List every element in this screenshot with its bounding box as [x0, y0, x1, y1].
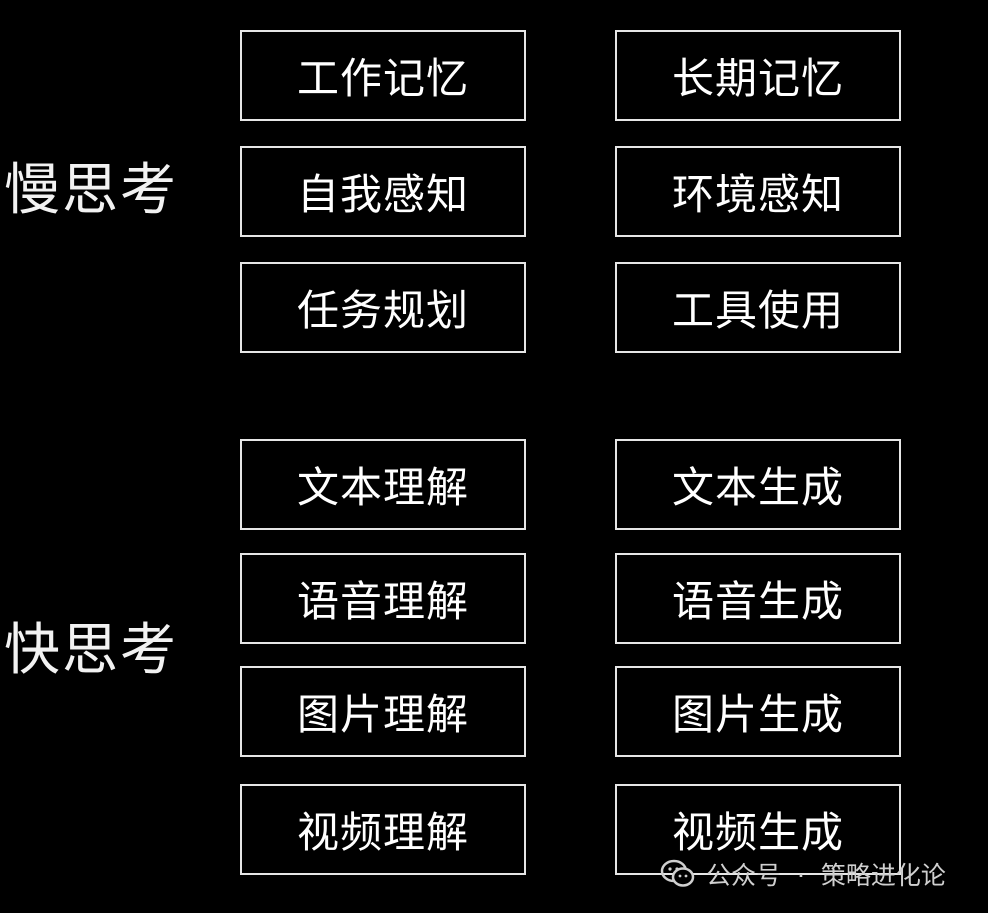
box-image-understanding: 图片理解	[240, 666, 526, 757]
watermark-account-prefix: 公众号	[706, 861, 782, 890]
watermark: 公众号 · 策略进化论	[660, 852, 954, 896]
fast-thinking-label: 快思考	[4, 618, 178, 683]
box-task-planning: 任务规划	[240, 262, 526, 353]
box-long-term-memory: 长期记忆	[615, 30, 901, 121]
box-self-perception: 自我感知	[240, 146, 526, 237]
box-speech-generation: 语音生成	[615, 553, 901, 644]
wechat-icon	[660, 859, 696, 889]
watermark-separator: ·	[796, 861, 805, 890]
box-working-memory: 工作记忆	[240, 30, 526, 121]
box-speech-understanding: 语音理解	[240, 553, 526, 644]
box-image-generation: 图片生成	[615, 666, 901, 757]
box-video-generation: 视频生成	[615, 784, 901, 875]
box-video-understanding: 视频理解	[240, 784, 526, 875]
box-text-understanding: 文本理解	[240, 439, 526, 530]
slow-thinking-label: 慢思考	[4, 158, 178, 223]
box-environment-perception: 环境感知	[615, 146, 901, 237]
box-tool-use: 工具使用	[615, 262, 901, 353]
box-text-generation: 文本生成	[615, 439, 901, 530]
watermark-account-name: 策略进化论	[820, 861, 946, 890]
